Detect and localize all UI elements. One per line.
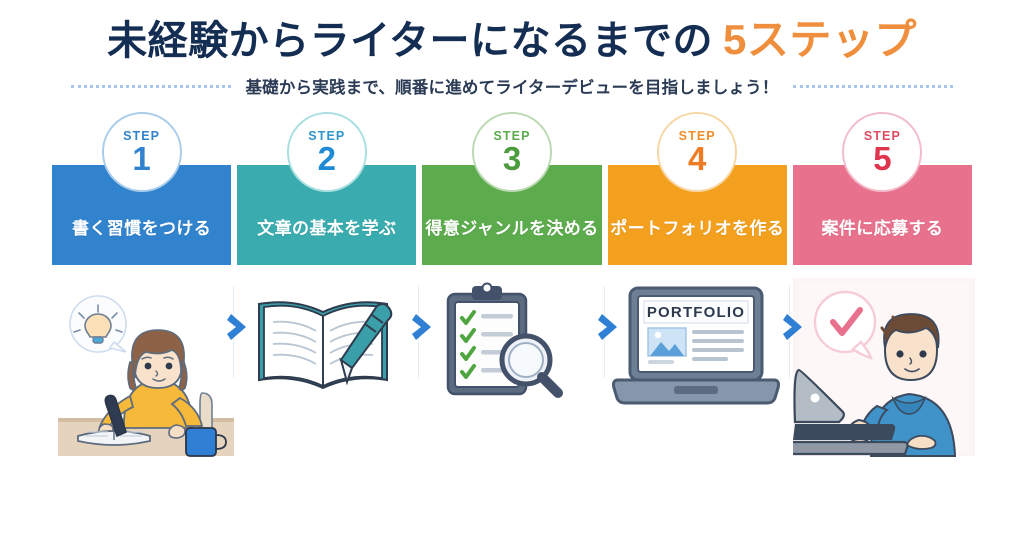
step-item-3[interactable]: STEP 3 得意ジャンルを決める <box>422 112 602 265</box>
step-badge-1: STEP 1 <box>101 112 182 192</box>
laptop-portfolio-icon: PORTFOLIO <box>608 278 787 478</box>
step-badge-number-1: 1 <box>132 140 151 177</box>
step-item-2[interactable]: STEP 2 文章の基本を学ぶ <box>237 112 417 265</box>
man-laptop-check-icon <box>792 278 975 478</box>
step-label-4: ポートフォリオを作る <box>610 219 785 238</box>
title-main-text: 未経験からライターになるまでの <box>107 19 714 63</box>
chevron-right-icon-2 <box>408 310 438 344</box>
step-badge-word-4: STEP <box>678 129 716 143</box>
chevron-right-icon-1 <box>223 310 253 344</box>
step-badge-4: STEP 4 <box>657 112 738 192</box>
subtitle-row: 基礎から実践まで、順番に進めてライターデビューを目指しましょう！ <box>0 74 1024 98</box>
step-badge-word-2: STEP <box>308 129 346 143</box>
step-badge-word-1: STEP <box>123 129 161 143</box>
illustration-cell-1 <box>52 278 247 478</box>
steps-strip: STEP 1 書く習慣をつける STEP 2 文章の基本を学ぶ STEP 3 得… <box>52 112 973 265</box>
step-badge-number-3: 3 <box>502 140 522 177</box>
dotted-rule-right <box>792 84 953 88</box>
open-book-with-pen-icon <box>237 278 416 478</box>
step-item-4[interactable]: STEP 4 ポートフォリオを作る <box>607 112 787 265</box>
step-badge-5: STEP 5 <box>842 112 923 192</box>
illustration-cell-4: PORTFOLIO <box>608 278 802 478</box>
chevron-right-icon-4 <box>779 310 809 344</box>
step-item-5[interactable]: STEP 5 案件に応募する <box>792 112 973 265</box>
title-accent-text: 5ステップ <box>723 16 917 63</box>
step-badge-word-5: STEP <box>863 129 901 143</box>
step-badge-number-5: 5 <box>873 140 892 177</box>
woman-writing-notebook-icon <box>52 278 234 478</box>
step-label-3: 得意ジャンルを決める <box>425 219 599 238</box>
step-badge-word-3: STEP <box>493 129 531 143</box>
step-badge-number-2: 2 <box>317 140 336 177</box>
step-item-1[interactable]: STEP 1 書く習慣をつける <box>52 112 232 265</box>
step-label-1: 書く習慣をつける <box>72 219 212 238</box>
laptop-screen-text: PORTFOLIO <box>646 304 744 321</box>
illustration-cell-3 <box>422 278 617 478</box>
step-label-5: 案件に応募する <box>821 219 944 238</box>
illustration-cell-5 <box>792 278 975 478</box>
chevron-right-icon-3 <box>594 310 624 344</box>
step-badge-3: STEP 3 <box>472 112 552 192</box>
dotted-rule-left <box>71 84 232 88</box>
clipboard-checklist-magnifier-icon <box>422 278 601 478</box>
step-label-2: 文章の基本を学ぶ <box>257 219 397 238</box>
step-badge-2: STEP 2 <box>286 112 367 192</box>
page-subtitle: 基礎から実践まで、順番に進めてライターデビューを目指しましょう！ <box>245 79 779 97</box>
illustration-cell-2 <box>237 278 432 478</box>
step-badge-number-4: 4 <box>688 140 707 177</box>
illustration-row: PORTFOLIO <box>52 278 975 478</box>
